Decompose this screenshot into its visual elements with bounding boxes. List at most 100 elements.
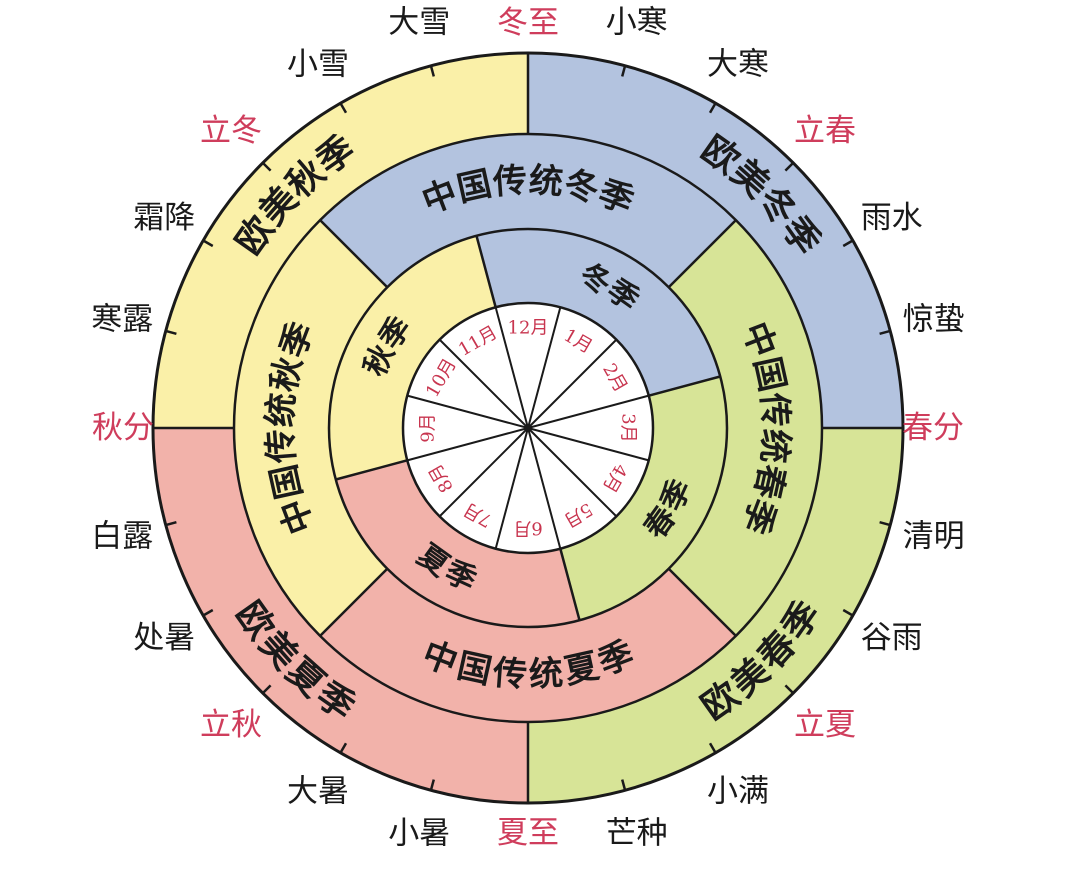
month-spoke: [527, 427, 562, 549]
term-tick: [429, 65, 435, 77]
chinese-season-label: 传: [491, 653, 529, 695]
chinese-divider: [319, 567, 389, 637]
chinese-divider: [667, 567, 737, 637]
solar-term-label: 秋分: [92, 410, 154, 446]
solar-term-label: 芒种: [606, 816, 668, 852]
solar-term-label: 春分: [902, 410, 964, 446]
meteorological-divider: [335, 459, 408, 481]
western-winter-sector: [528, 53, 903, 428]
solar-term-label: 霜降: [133, 200, 195, 236]
chinese-season-label: 统: [528, 161, 565, 203]
term-tick: [261, 684, 272, 695]
month-spoke: [527, 338, 618, 429]
term-tick: [879, 329, 891, 335]
solar-term-label: 小寒: [606, 4, 668, 40]
month-spoke: [407, 394, 529, 429]
solar-term-label: 白露: [91, 519, 153, 555]
chinese-summer-sector: [320, 568, 736, 722]
meteorological-spring-sector: [560, 376, 728, 621]
term-tick: [261, 161, 272, 172]
chinese-season-label: 春: [746, 461, 792, 503]
term-tick: [621, 779, 627, 791]
ring-outline: [401, 301, 655, 555]
month-label: 12月: [508, 318, 549, 339]
term-tick: [784, 684, 795, 695]
meteorological-divider: [648, 375, 721, 397]
chinese-season-label: 传: [491, 161, 529, 203]
chinese-season-label: 国: [453, 164, 495, 210]
month-spoke: [407, 427, 529, 462]
month-spoke: [494, 307, 529, 429]
ring-outline: [327, 227, 729, 629]
solar-term-label: 大寒: [707, 46, 769, 82]
solar-term-label: 处暑: [133, 620, 195, 656]
term-tick: [202, 608, 214, 617]
meteorological-divider: [559, 548, 581, 621]
solar-term-label: 小暑: [388, 816, 450, 852]
solar-term-label: 清明: [903, 519, 965, 555]
chinese-season-label: 统: [261, 392, 303, 429]
solar-term-label: 寒露: [91, 301, 153, 337]
chinese-season-label: 国: [264, 461, 310, 503]
solar-term-label: 小满: [707, 774, 769, 810]
month-spoke: [527, 427, 618, 518]
meteorological-divider: [475, 235, 497, 308]
solar-term-label: 大暑: [287, 774, 349, 810]
chinese-winter-sector: [320, 134, 736, 288]
chinese-season-label: 传: [753, 391, 795, 429]
chinese-season-label: 冬: [561, 164, 603, 210]
solar-term-label: 冬至: [497, 5, 559, 41]
chinese-divider: [667, 219, 737, 289]
solar-term-label: 谷雨: [861, 620, 923, 656]
month-spoke: [527, 427, 649, 462]
chinese-divider: [319, 219, 389, 289]
month-spoke: [438, 338, 529, 429]
chinese-season-label: 统: [528, 653, 565, 695]
term-tick: [339, 102, 348, 114]
term-tick: [708, 742, 717, 754]
term-tick: [621, 65, 627, 77]
meteorological-winter-sector: [476, 229, 721, 396]
solar-term-label: 立春: [794, 113, 856, 149]
month-spoke: [527, 394, 649, 429]
month-label: 9月: [418, 413, 439, 442]
month-spoke: [438, 427, 529, 518]
meteorological-summer-sector: [335, 460, 580, 627]
chinese-autumn-sector: [234, 220, 388, 636]
solar-term-label: 雨水: [861, 200, 923, 236]
western-summer-sector: [153, 428, 528, 803]
term-tick: [842, 608, 854, 617]
month-spoke: [494, 427, 529, 549]
term-tick: [165, 329, 177, 335]
meteorological-autumn-sector: [329, 235, 496, 480]
chinese-season-label: 国: [453, 646, 495, 692]
month-spoke: [527, 307, 562, 429]
solar-term-label: 夏至: [497, 815, 559, 851]
chinese-season-label: 秋: [264, 353, 310, 395]
chinese-season-label: 统: [753, 428, 795, 465]
solar-term-label: 大雪: [388, 4, 450, 40]
term-tick: [842, 239, 854, 248]
term-tick: [784, 161, 795, 172]
term-tick: [339, 742, 348, 754]
term-tick: [202, 239, 214, 248]
western-spring-sector: [528, 428, 903, 803]
month-label: 6月: [513, 518, 542, 539]
western-autumn-sector: [153, 53, 528, 428]
term-tick: [165, 521, 177, 527]
solar-term-label: 小雪: [287, 46, 349, 82]
chinese-season-label: 国: [746, 353, 792, 395]
chinese-season-label: 传: [261, 428, 303, 466]
term-tick: [879, 521, 891, 527]
solar-term-label: 立秋: [200, 707, 262, 743]
month-label: 3月: [618, 413, 639, 442]
chinese-spring-sector: [668, 220, 822, 636]
solar-term-label: 惊蛰: [903, 301, 965, 337]
solar-term-label: 立冬: [200, 113, 262, 149]
solar-term-label: 立夏: [794, 707, 856, 743]
term-tick: [429, 779, 435, 791]
center-dot: [524, 424, 532, 432]
term-tick: [708, 102, 717, 114]
